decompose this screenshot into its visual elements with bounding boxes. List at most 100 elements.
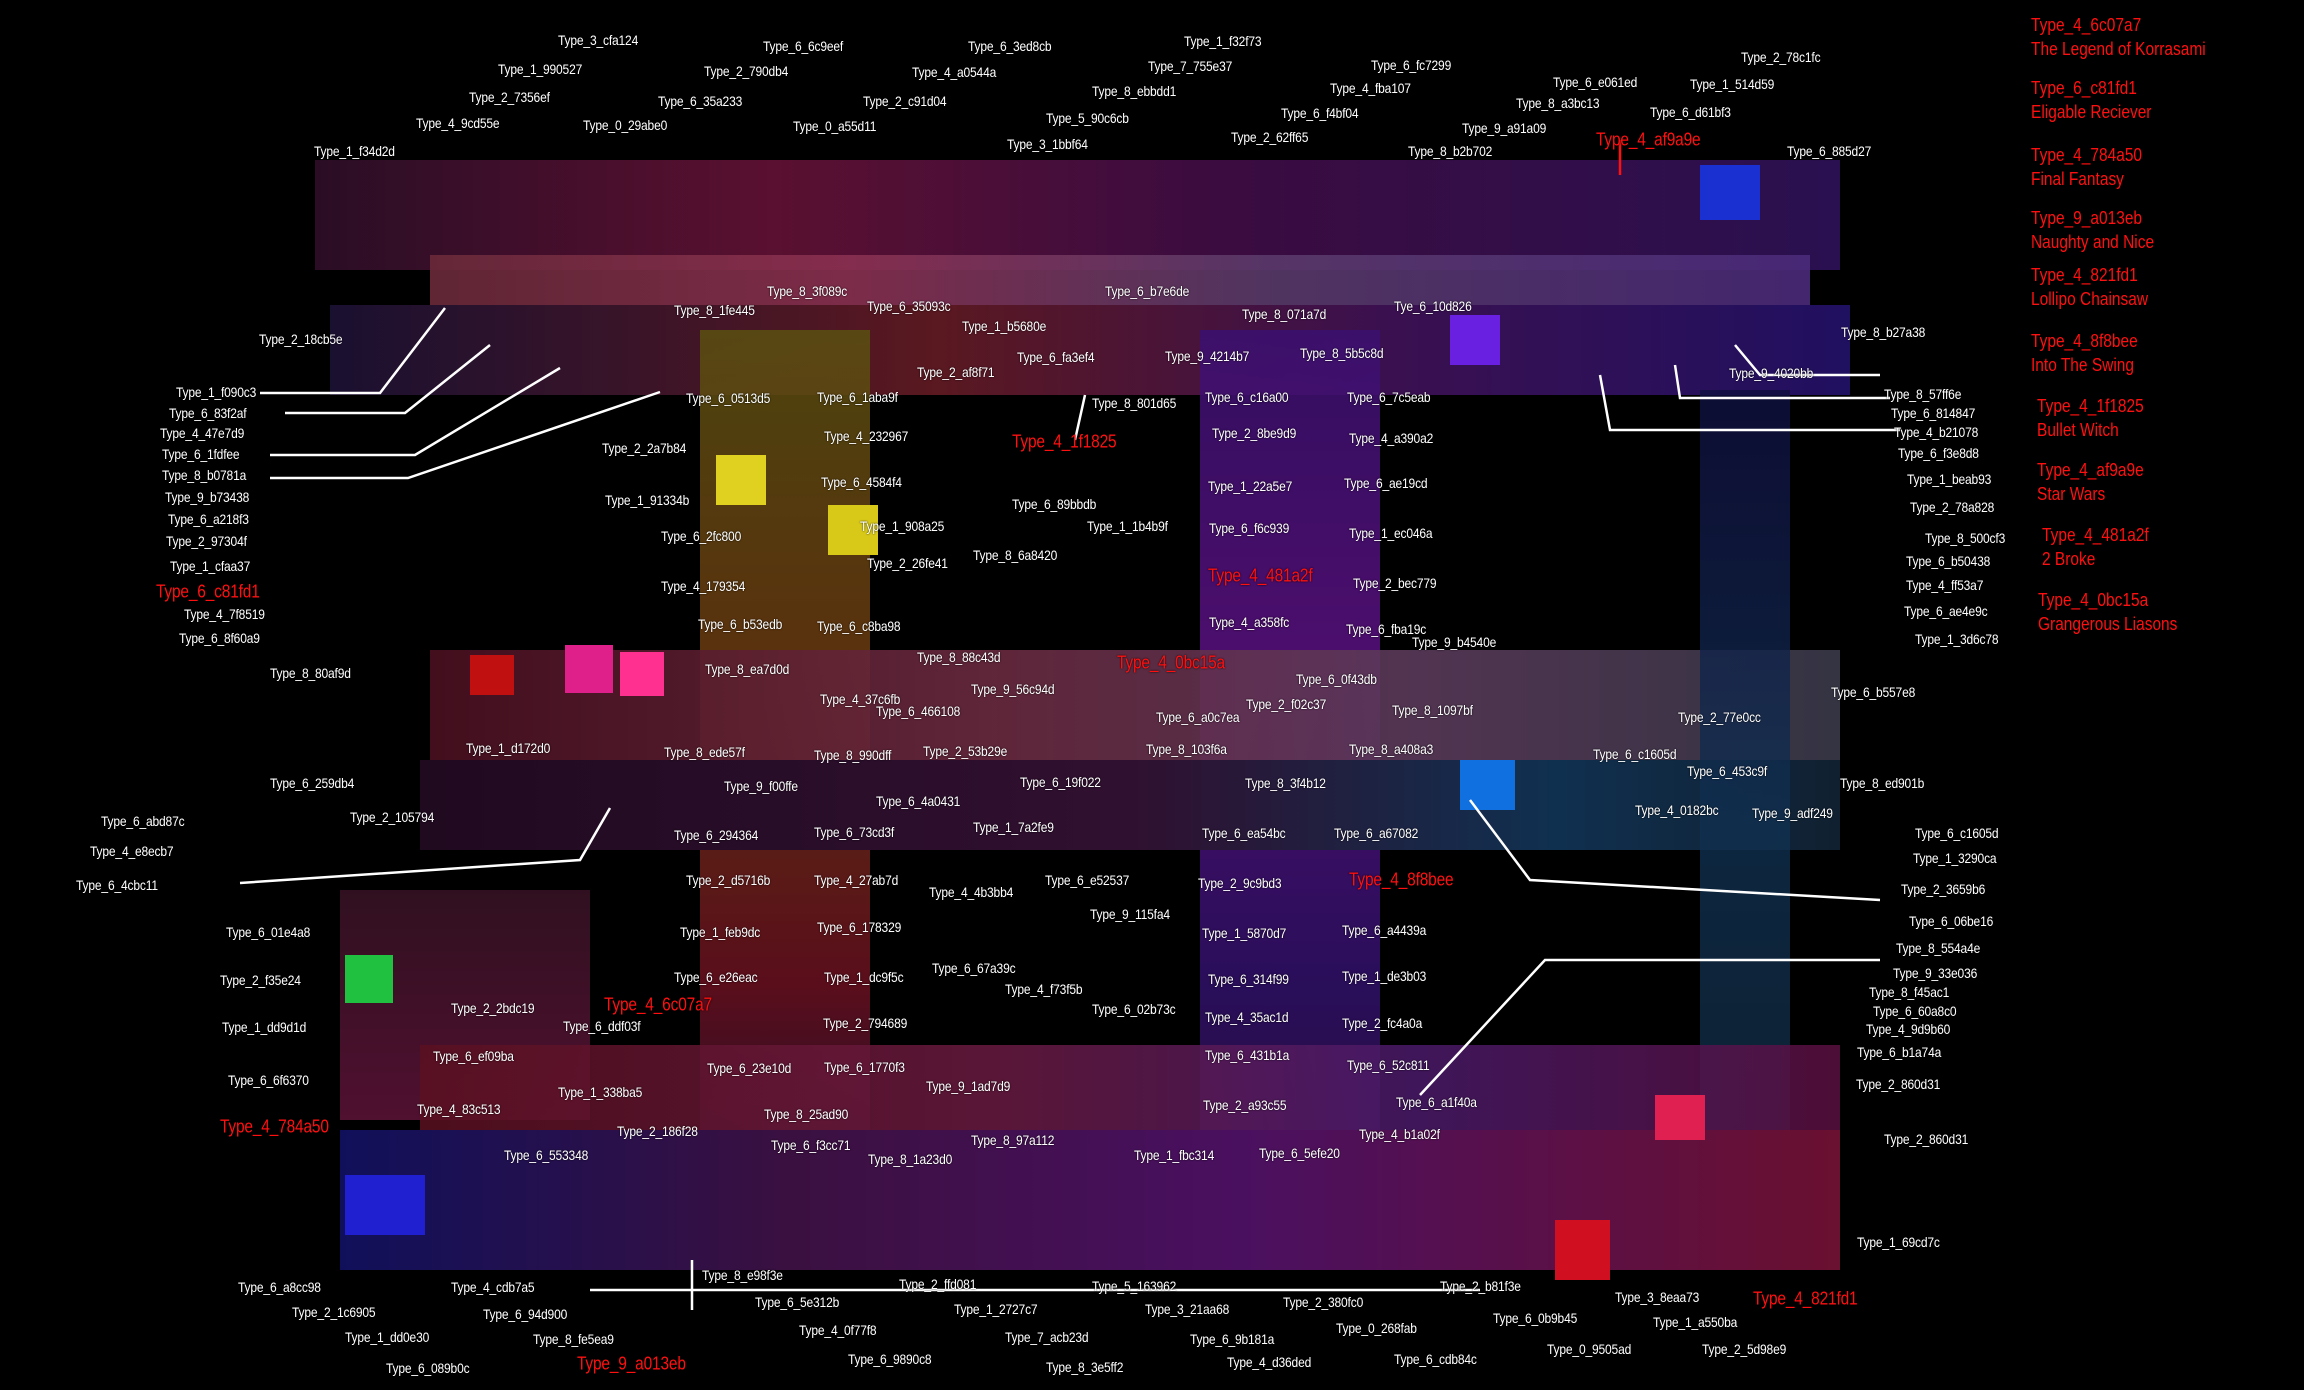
building-label: Type_8_1097bf bbox=[1391, 701, 1473, 718]
building-label: Type_1_d172d0 bbox=[465, 739, 550, 756]
building-label: Type_1_dc9f5c bbox=[824, 969, 904, 986]
building-label: Type_7_755e37 bbox=[1147, 58, 1232, 75]
highlighted-building-label: Type_4_821fd1 bbox=[1752, 1288, 1858, 1309]
highlighted-building-label: Type_4_6c07a7 bbox=[603, 994, 712, 1015]
legend-title: Final Fantasy bbox=[2030, 168, 2124, 189]
building-label: Type_6_a218f3 bbox=[167, 510, 249, 527]
building-label: Type_6_01e4a8 bbox=[226, 923, 311, 940]
building-label: Type_6_c1605d bbox=[1914, 825, 1999, 842]
building-label: Type_6_19f022 bbox=[1019, 773, 1101, 790]
building-label: Type_5_90c6cb bbox=[1046, 109, 1129, 126]
building-label: Type_8_b2b702 bbox=[1407, 143, 1492, 160]
building-label: Type_2_d5716b bbox=[686, 872, 771, 889]
building-label: Type_8_3f089c bbox=[767, 282, 848, 299]
building-label: Type_8_88c43d bbox=[916, 648, 1001, 665]
building-label: Type_4_a0544a bbox=[912, 64, 997, 80]
building-label: Type_9_4020bb bbox=[1729, 365, 1814, 382]
leader-line bbox=[1469, 799, 1881, 902]
building-label: Type_2_bec779 bbox=[1353, 575, 1437, 592]
building-label: Type_2_26fe41 bbox=[866, 554, 948, 571]
building-purple bbox=[1450, 315, 1500, 365]
building-pink bbox=[1655, 1095, 1705, 1140]
building-label: Type_6_ae19cd bbox=[1344, 475, 1428, 492]
building-label: Type_6_c16a00 bbox=[1204, 388, 1289, 405]
building-label: Type_6_fba19c bbox=[1345, 620, 1427, 637]
building-label: Type_6_431b1a bbox=[1204, 1047, 1290, 1064]
building-label: Type_6_314f99 bbox=[1207, 970, 1289, 987]
building-label: Type_6_f3cc71 bbox=[771, 1136, 851, 1153]
building-label: Type_7_acb23d bbox=[1005, 1329, 1089, 1346]
building-label: Type_1_ec046a bbox=[1348, 525, 1433, 542]
building-label: Type_6_466108 bbox=[875, 703, 960, 720]
building-label: Type_6_0f43db bbox=[1296, 670, 1377, 687]
building-label: Type_6_814847 bbox=[1891, 404, 1976, 421]
building-label: Type_6_c1605d bbox=[1592, 745, 1677, 762]
building-label: Type_8_ed901b bbox=[1839, 775, 1924, 792]
leader-line bbox=[1673, 364, 1890, 400]
legend-id: Type_4_0bc15a bbox=[2038, 589, 2149, 610]
building-label: Type_3_1bbf64 bbox=[1006, 136, 1088, 152]
bottom-street bbox=[420, 1045, 1840, 1145]
building-label: Type_6_ef09ba bbox=[433, 1048, 515, 1065]
building-label: Type_6_2fc800 bbox=[661, 528, 742, 545]
building-label: Type_4_a390a2 bbox=[1348, 429, 1434, 446]
building-label: Type_2_53b29e bbox=[922, 742, 1007, 759]
legend-id: Type_6_c81fd1 bbox=[2030, 78, 2137, 99]
building-label: Type_8_57ff6e bbox=[1883, 385, 1961, 402]
building-label: Type_3_cfa124 bbox=[558, 31, 639, 48]
building-label: Type_6_b53edb bbox=[697, 616, 783, 633]
building-label: Type_8_b27a38 bbox=[1841, 324, 1926, 341]
building-label: Type_6_d61bf3 bbox=[1650, 103, 1731, 120]
building-label: Type_8_6a8420 bbox=[972, 547, 1057, 564]
building-label: Type_1_dd9d1d bbox=[221, 1019, 307, 1036]
building-label: Type_6_b1a74a bbox=[1857, 1044, 1942, 1061]
building-label: Type_1_91334b bbox=[605, 491, 690, 508]
building-label: Type_4_35ac1d bbox=[1204, 1008, 1289, 1025]
building-magenta bbox=[620, 652, 664, 696]
building-label: Type_6_35a233 bbox=[658, 93, 743, 110]
building-label: Type_9_115fa4 bbox=[1090, 905, 1171, 922]
building-label: Type_6_ae4e9c bbox=[1904, 603, 1988, 620]
leader-line bbox=[1598, 374, 1900, 432]
building-label: Type_6_fa3ef4 bbox=[1016, 349, 1095, 366]
building-label: Type_2_860d31 bbox=[1883, 1130, 1968, 1147]
building-label: Type_6_7c5eab bbox=[1347, 388, 1431, 405]
building-label: Type_8_3f4b12 bbox=[1244, 775, 1326, 792]
building-label: Type_2_7356ef bbox=[468, 88, 550, 105]
building-label: Type_6_9890c8 bbox=[847, 1351, 932, 1368]
legend-title: 2 Broke bbox=[2042, 549, 2096, 570]
building-label: Type_2_9c9bd3 bbox=[1197, 875, 1282, 892]
building-label: Type_1_f34d2d bbox=[314, 143, 396, 160]
building-label: Type_0_9505ad bbox=[1547, 1340, 1632, 1357]
building-label: Type_6_35093c bbox=[866, 297, 951, 314]
building-label: Type_6_1fdfee bbox=[161, 446, 240, 463]
building-label: Type_6_4584f4 bbox=[821, 473, 903, 490]
legend-id: Type_4_af9a9e bbox=[2036, 460, 2144, 481]
building-label: Type_4_d36ded bbox=[1226, 1354, 1312, 1371]
building-label: Type_1_f32f73 bbox=[1184, 33, 1262, 50]
building-label: Type_2_380fc0 bbox=[1282, 1293, 1363, 1310]
building-label: Type_0_29abe0 bbox=[583, 116, 668, 133]
building-label: Type_1_feb9dc bbox=[680, 923, 761, 940]
leader-line bbox=[239, 807, 612, 885]
building-label: Type_1_fbc314 bbox=[1134, 1146, 1215, 1163]
building-label: Type_0_268fab bbox=[1335, 1320, 1417, 1337]
building-blue bbox=[1700, 165, 1760, 220]
highlighted-building-label: Type_4_1f1825 bbox=[1012, 431, 1117, 452]
building-label: Type_6_3ed8cb bbox=[968, 37, 1052, 54]
center-lower-row bbox=[420, 760, 1840, 850]
legend-id: Type_4_6c07a7 bbox=[2030, 15, 2141, 36]
building-label: Type_6_fc7299 bbox=[1370, 56, 1452, 73]
building-label: Type_1_3290ca bbox=[1913, 850, 1997, 867]
building-label: Type_8_500cf3 bbox=[1924, 529, 2006, 546]
building-label: Type_2_2a7b84 bbox=[602, 440, 687, 457]
building-label: Type_6_259db4 bbox=[270, 775, 355, 792]
building-label: Type_8_ede57f bbox=[664, 744, 745, 761]
